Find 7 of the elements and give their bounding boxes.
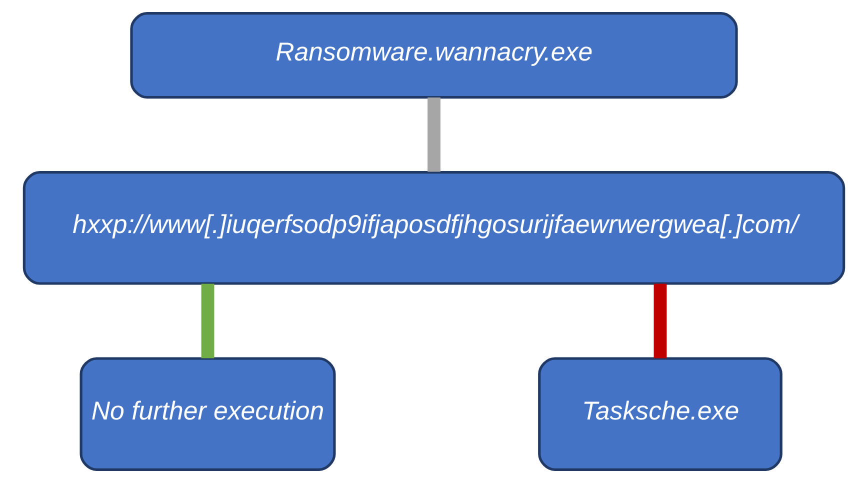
- connector: [200, 284, 214, 358]
- node-box: No further execution: [79, 357, 336, 471]
- node-box: Ransomware.wannacry.exe: [130, 12, 738, 99]
- connector: [653, 284, 666, 358]
- connector: [427, 98, 440, 172]
- node-box: hxxp://www[.]iuqerfsodp9ifjaposdfjhgosurijfaewrwergwea[.]com/: [22, 171, 845, 285]
- node-box: Tasksche.exe: [538, 357, 782, 471]
